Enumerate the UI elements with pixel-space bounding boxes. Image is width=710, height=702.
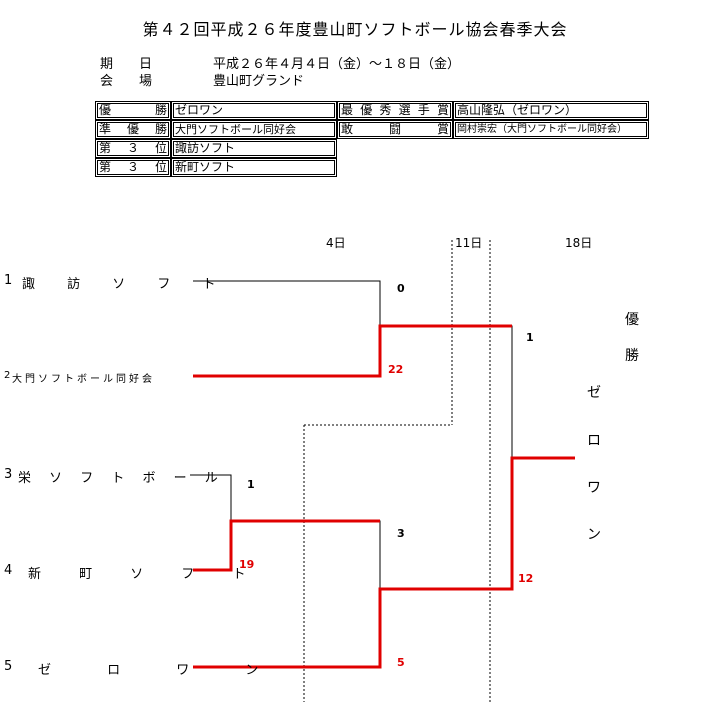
result-team: 大門ソフトボール同好会: [171, 120, 337, 139]
champion-label-char: 勝: [625, 348, 639, 364]
result-label: 準優勝: [95, 120, 171, 139]
venue-value: 豊山町グランド: [213, 74, 305, 89]
score-final-bottom: 12: [518, 572, 534, 585]
period-value: 平成２６年４月４日（金）～１８日（金）: [213, 57, 461, 72]
result-label: 第３位: [95, 139, 171, 158]
team-name-5: ゼ ロ ワ ン: [38, 663, 285, 678]
score-m3-bottom: 5: [397, 656, 405, 669]
champion-label-char: 優: [625, 312, 639, 328]
table-row: 第３位 新町ソフト: [95, 158, 649, 177]
period-label: 期 日: [100, 57, 153, 72]
winner-line-team2: [193, 324, 512, 378]
award-label: 最優秀選手賞: [337, 101, 453, 120]
bracket-line-final-top: [380, 325, 513, 458]
score-m2-bottom: 19: [239, 558, 255, 571]
venue-label: 会 場: [100, 74, 153, 89]
result-label: 第３位: [95, 158, 171, 177]
champion-name-char: ゼ: [587, 385, 601, 401]
team-name-4: 新 町 ソ フ ト: [28, 567, 263, 582]
team-seed-1: 1: [4, 273, 13, 288]
team-name-3: 栄 ソ フ ト ボ ー ル: [18, 471, 225, 486]
team-seed-5: 5: [4, 659, 13, 674]
day-header-18: 18日: [565, 236, 593, 250]
award-value: 高山隆弘（ゼロワン）: [453, 101, 649, 120]
winner-line-team4: [193, 519, 380, 572]
team-seed-3: 3: [4, 467, 13, 482]
table-row: 第３位 諏訪ソフト: [95, 139, 649, 158]
results-table: 優勝 ゼロワン 最優秀選手賞 高山隆弘（ゼロワン） 準優勝 大門ソフトボール同好…: [95, 101, 649, 177]
bracket-line-team1: [193, 280, 381, 326]
score-final-top: 1: [526, 331, 534, 344]
day-header-11: 11日: [455, 236, 483, 250]
score-m2-top: 1: [247, 478, 255, 491]
winner-line-team5: [193, 456, 575, 669]
bracket-line-team3: [190, 474, 232, 521]
table-row: 優勝 ゼロワン 最優秀選手賞 高山隆弘（ゼロワン）: [95, 101, 649, 120]
result-label: 優勝: [95, 101, 171, 120]
champion-name-char: ン: [587, 527, 601, 543]
champion-name-char: ワ: [587, 480, 601, 496]
award-label: 敢闘賞: [337, 120, 453, 139]
award-value: 岡村崇宏（大門ソフトボール同好会）: [453, 120, 649, 139]
team-name-2: 大門ソフトボール同好会: [12, 374, 155, 385]
page-title: 第４２回平成２６年度豊山町ソフトボール協会春季大会: [142, 20, 568, 39]
result-team: ゼロワン: [171, 101, 337, 120]
score-m3-top: 3: [397, 527, 405, 540]
result-team: 諏訪ソフト: [171, 139, 337, 158]
team-name-1: 諏 訪 ソ フ ト: [22, 277, 230, 292]
champion-name-char: ロ: [587, 433, 601, 449]
team-seed-4: 4: [4, 563, 13, 578]
team-seed-2: 2: [4, 370, 11, 381]
score-m1-bottom: 22: [388, 363, 404, 376]
day-header-4: 4日: [326, 236, 346, 250]
table-row: 準優勝 大門ソフトボール同好会 敢闘賞 岡村崇宏（大門ソフトボール同好会）: [95, 120, 649, 139]
score-m1-top: 0: [397, 282, 405, 295]
result-team: 新町ソフト: [171, 158, 337, 177]
